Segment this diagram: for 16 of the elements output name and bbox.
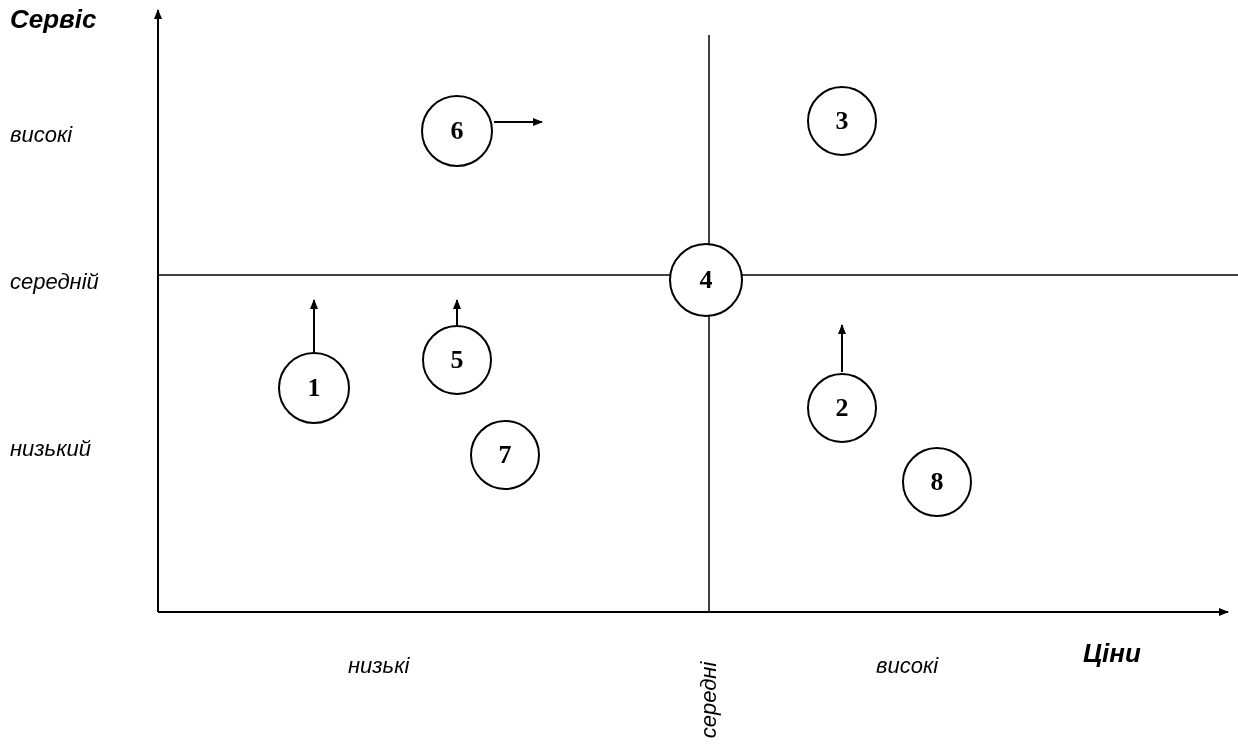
circle-number: 1 <box>307 373 321 403</box>
axis-level-label: високі <box>10 124 73 146</box>
circle-number: 2 <box>835 393 849 423</box>
circle-number: 8 <box>930 467 944 497</box>
circle-number: 5 <box>450 345 464 375</box>
axis-level-label: середній <box>10 271 99 293</box>
axis-title: Ціни <box>1083 640 1141 666</box>
circle-number: 6 <box>450 116 464 146</box>
axis-level-label: низький <box>10 438 91 460</box>
axis-level-label: середні <box>697 661 720 739</box>
circle-number: 4 <box>699 265 713 295</box>
axis-title: Сервіс <box>10 6 97 32</box>
axis-level-label: низькі <box>348 655 410 677</box>
axis-level-label: високі <box>876 655 939 677</box>
circle-number: 7 <box>498 440 512 470</box>
circle-number: 3 <box>835 106 849 136</box>
